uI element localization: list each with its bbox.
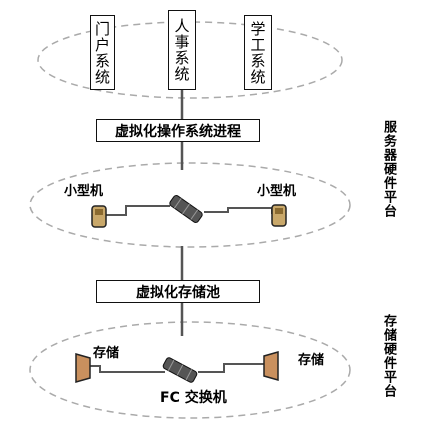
storage-label-right: 存储 [298,353,325,368]
server-platform-label: 服务器硬件平台 [381,120,396,218]
minicomputer-icon-left [91,205,107,228]
storage-platform-label: 存储硬件平台 [381,314,396,398]
switch-icon-fc [162,357,198,383]
virtual-storage-pool-box: 虚拟化存储池 [96,280,260,303]
system-box-hr: 人事系统 [168,10,196,90]
server-ellipse [29,162,351,248]
switch-icon-server [169,195,203,223]
minicomputer-icon-right [271,204,287,227]
virtual-os-process-box: 虚拟化操作系统进程 [96,119,260,142]
system-box-portal: 门户系统 [90,15,115,90]
fc-switch-label: FC 交换机 [160,390,227,406]
storage-icon-left [75,353,91,383]
server-link [106,205,170,216]
minicomputer-label-left: 小型机 [64,184,104,199]
minicomputer-label-right: 小型机 [257,184,297,199]
storage-icon-right [263,351,279,381]
storage-ellipse [29,321,351,419]
storage-label-left: 存储 [93,346,120,361]
systems-ellipse [37,21,343,99]
system-box-student-affairs: 学工系统 [244,15,272,90]
storage-link [90,365,165,373]
